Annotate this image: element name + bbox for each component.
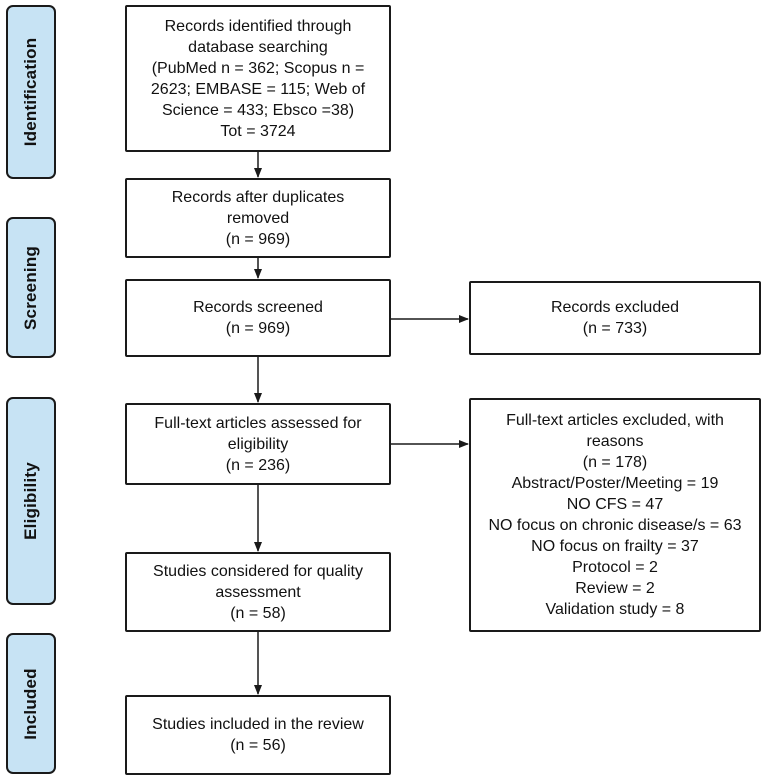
box-line: assessment <box>215 583 301 601</box>
box-line: Studies considered for quality <box>153 562 363 580</box>
box-line: (n = 969) <box>225 320 291 337</box>
box-line: (n = 56) <box>230 737 286 754</box>
box-included-review: Studies included in the review (n = 56) <box>125 695 391 775</box>
box-line: Records excluded <box>550 299 680 316</box>
phase-eligibility: Eligibility <box>6 397 56 605</box>
box-line: NO CFS = 47 <box>566 496 664 513</box>
box-line: Science = 433; Ebsco =38) <box>161 101 355 119</box>
box-line: (n = 178) <box>582 454 648 471</box>
box-line: reasons <box>586 433 644 450</box>
phase-identification: Identification <box>6 5 56 179</box>
box-fulltext-excluded: Full-text articles excluded, with reason… <box>469 398 761 632</box>
box-line: (n = 733) <box>582 320 648 337</box>
box-line: database searching <box>188 38 328 56</box>
box-line: Validation study = 8 <box>545 601 685 618</box>
box-line: eligibility <box>227 435 289 453</box>
box-line: Abstract/Poster/Meeting = 19 <box>511 475 719 492</box>
box-line: Full-text articles assessed for <box>154 414 362 432</box>
box-line: (n = 236) <box>225 456 291 474</box>
box-records-identified: Records identified through database sear… <box>125 5 391 152</box>
box-line: Protocol = 2 <box>572 559 658 576</box>
box-line: Records screened <box>193 299 323 316</box>
box-line: Review = 2 <box>575 580 655 597</box>
box-line: Records after duplicates <box>171 188 345 206</box>
box-line: Full-text articles excluded, with <box>506 412 724 429</box>
box-records-screened: Records screened (n = 969) <box>125 279 391 357</box>
box-line: Records identified through <box>164 17 352 35</box>
box-line: (n = 969) <box>225 230 291 248</box>
box-line: (n = 58) <box>230 604 286 622</box>
box-quality-assessment: Studies considered for quality assessmen… <box>125 552 391 632</box>
box-line: 2623; EMBASE = 115; Web of <box>150 80 366 98</box>
phase-screening: Screening <box>6 217 56 358</box>
box-after-duplicates: Records after duplicates removed (n = 96… <box>125 178 391 258</box>
box-line: NO focus on chronic disease/s = 63 <box>488 517 742 534</box>
box-line: removed <box>226 209 290 227</box>
box-records-excluded: Records excluded (n = 733) <box>469 281 761 355</box>
box-line: (PubMed n = 362; Scopus n = <box>151 59 365 77</box>
box-line: Tot = 3724 <box>220 122 296 140</box>
box-line: NO focus on frailty = 37 <box>531 538 699 555</box>
phase-included: Included <box>6 633 56 774</box>
box-fulltext-assessed: Full-text articles assessed for eligibil… <box>125 403 391 485</box>
box-line: Studies included in the review <box>152 716 364 733</box>
